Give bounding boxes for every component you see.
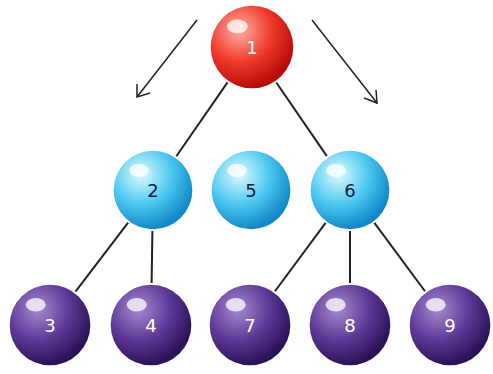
node-number: 7	[208, 283, 292, 367]
node-number: 9	[408, 283, 492, 367]
number-ball: 5	[210, 149, 292, 231]
node-number: 5	[210, 149, 292, 231]
connector-line	[176, 82, 227, 156]
node-number: 2	[112, 149, 194, 231]
number-ball: 7	[208, 283, 292, 367]
connector-line	[374, 223, 425, 291]
node-number: 3	[8, 283, 92, 367]
node-number: 1	[209, 4, 295, 90]
node-number: 4	[109, 283, 193, 367]
number-ball: 4	[109, 283, 193, 367]
number-ball: 6	[309, 149, 391, 231]
connector-line	[75, 223, 128, 292]
number-ball: 8	[308, 283, 392, 367]
connector-line	[275, 223, 326, 291]
number-ball: 3	[8, 283, 92, 367]
number-ball: 9	[408, 283, 492, 367]
node-number: 6	[309, 149, 391, 231]
number-ball: 2	[112, 149, 194, 231]
node-number: 8	[308, 283, 392, 367]
connector-line	[276, 82, 327, 156]
connector-line	[350, 231, 351, 283]
number-ball: 1	[209, 4, 295, 90]
connector-line	[151, 231, 153, 283]
